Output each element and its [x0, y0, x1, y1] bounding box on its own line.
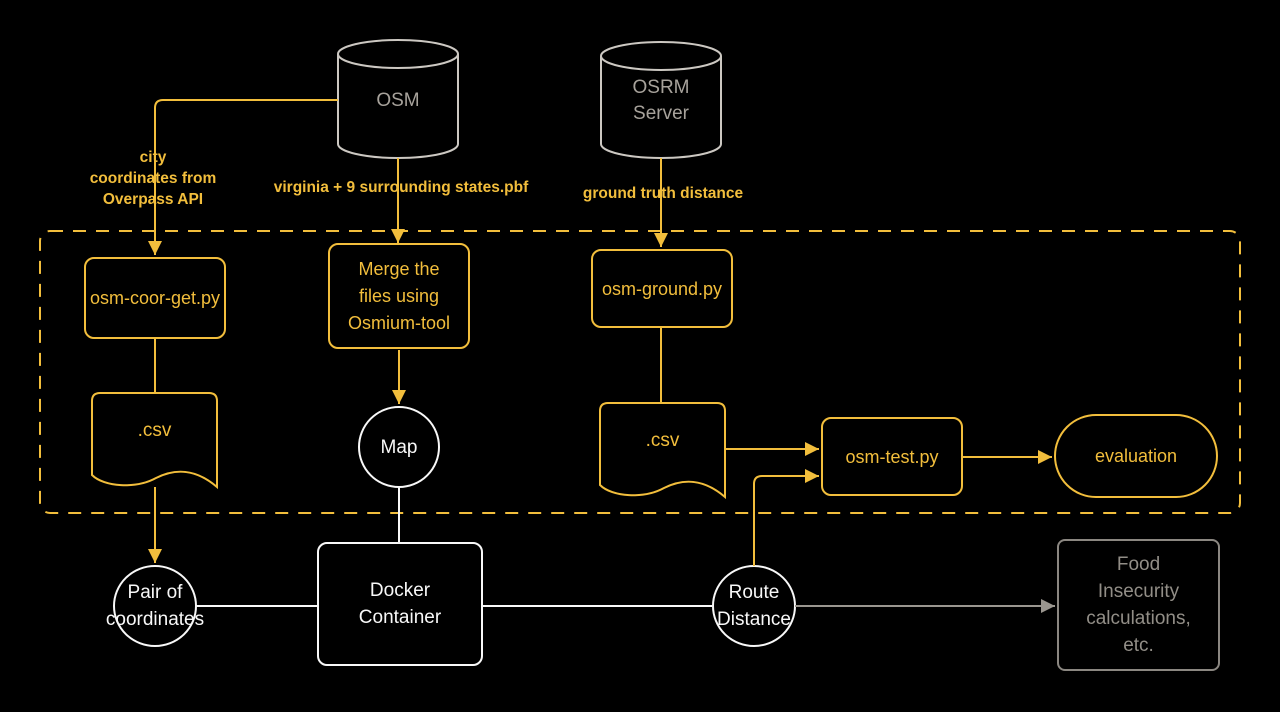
edge-route-to-test	[753, 469, 819, 566]
osrm-server-cylinder-lid	[600, 55, 722, 71]
osm-database-cylinder	[337, 39, 459, 159]
route-distance-circle	[712, 565, 796, 647]
evaluation-stadium	[1054, 414, 1218, 498]
osm-database-cylinder-lid	[337, 53, 459, 69]
osm-coor-get-box	[84, 257, 226, 339]
csv-right-document	[599, 402, 726, 500]
pipeline-boundary	[39, 230, 1241, 514]
edge-osm-to-coor-get	[148, 99, 338, 255]
map-circle	[358, 406, 440, 488]
food-insecurity-box	[1057, 539, 1220, 671]
merge-files-box	[328, 243, 470, 349]
csv-left-document	[91, 392, 218, 490]
docker-container-box	[317, 542, 483, 666]
osm-ground-box	[591, 249, 733, 328]
pair-of-coordinates-circle	[113, 565, 197, 647]
osm-test-box	[821, 417, 963, 496]
osrm-server-cylinder	[600, 41, 722, 159]
